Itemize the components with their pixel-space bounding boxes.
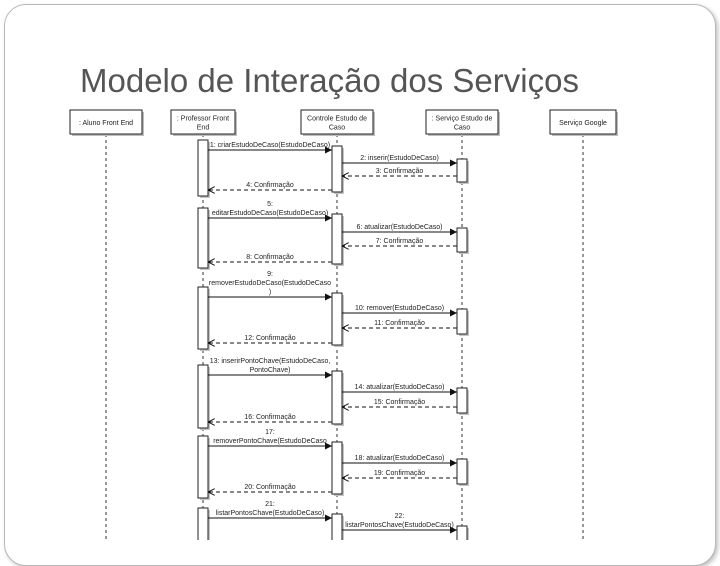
participant-ctrl xyxy=(300,109,374,135)
activation-bar-prof xyxy=(197,435,209,499)
message-label: 5: xyxy=(267,201,273,208)
message-label: 2: inserir(EstudoDeCaso) xyxy=(360,155,439,162)
activation-bar-serv xyxy=(456,525,468,540)
message-label: ) xyxy=(269,289,271,296)
message-label: 8: Confirmação xyxy=(246,254,294,261)
message-label: editarEstudoDeCaso(EstudoDeCaso) xyxy=(212,210,328,217)
message-label: 10: remover(EstudoDeCaso) xyxy=(355,305,444,312)
activation-bar-ctrl xyxy=(331,441,343,495)
participant-label: Caso xyxy=(454,125,470,132)
message-label: 16: Confirmação xyxy=(244,414,295,421)
participant-label: End xyxy=(197,125,210,132)
message-label: PontoChave) xyxy=(250,367,291,374)
message-label: 15: Confirmação xyxy=(374,399,425,406)
activation-bar-prof xyxy=(197,207,209,269)
message-label: removerPontoChave(EstudoDeCaso xyxy=(213,438,327,445)
message-label: 20: Confirmação xyxy=(244,484,295,491)
participant-label: Caso xyxy=(329,125,345,132)
activation-bar-ctrl xyxy=(331,213,343,265)
activation-bar-ctrl xyxy=(331,145,343,193)
message-label: 17: xyxy=(265,429,275,436)
activation-bar-prof xyxy=(197,286,209,350)
message-label: 7: Confirmação xyxy=(376,238,424,245)
slide-frame xyxy=(4,4,716,566)
activation-bar-prof xyxy=(197,364,209,429)
message-label: 6: atualizar(EstudoDeCaso) xyxy=(357,224,443,231)
message-label: 19: Confirmação xyxy=(374,470,425,477)
message-label: 9: xyxy=(267,271,273,278)
message-label: removerEstudoDeCaso(EstudoDeCaso xyxy=(209,280,331,287)
message-label: 1: criarEstudoDeCaso(EstudoDeCaso) xyxy=(210,142,330,149)
activation-bar-ctrl xyxy=(331,513,343,540)
activation-bar-ctrl xyxy=(331,292,343,346)
participant-google xyxy=(549,109,617,135)
activation-bar-serv xyxy=(456,458,468,485)
message-label: 3: Confirmação xyxy=(376,168,424,175)
message-label: 14: atualizar(EstudoDeCaso) xyxy=(355,384,445,391)
message-label: 21: xyxy=(265,501,275,508)
message-label: 12: Confirmação xyxy=(244,335,295,342)
message-label: 11: Confirmação xyxy=(374,320,425,327)
message-label: listarPontosChave(EstudoDeCaso) xyxy=(216,510,325,517)
participant-serv xyxy=(425,109,499,135)
activation-bar-serv xyxy=(456,227,468,253)
message-label: 4: Confirmação xyxy=(246,182,294,189)
participant-label: : Serviço Estudo de xyxy=(432,116,493,123)
slide-title: Modelo de Interação dos Serviços xyxy=(80,62,579,99)
activation-bar-serv xyxy=(456,308,468,335)
message-label: listarPontosChave(EstudoDeCaso) xyxy=(345,522,454,529)
participant-label: Controle Estudo de xyxy=(307,116,367,123)
message-label: 18: atualizar(EstudoDeCaso) xyxy=(355,455,445,462)
participant-label: : Aluno Front End xyxy=(79,120,133,127)
participant-label: : Professor Front xyxy=(177,116,229,123)
participant-label: Serviço Google xyxy=(559,120,607,127)
activation-bar-serv xyxy=(456,387,468,414)
activation-bar-prof xyxy=(197,139,209,197)
participant-aluno xyxy=(69,109,143,135)
activation-bar-ctrl xyxy=(331,370,343,425)
activation-bar-serv xyxy=(456,158,468,183)
activation-bar-prof xyxy=(197,507,209,540)
message-label: 13: inserirPontoChave(EstudoDeCaso, xyxy=(210,358,331,365)
message-label: 22: xyxy=(395,513,405,520)
participant-prof xyxy=(170,109,236,135)
